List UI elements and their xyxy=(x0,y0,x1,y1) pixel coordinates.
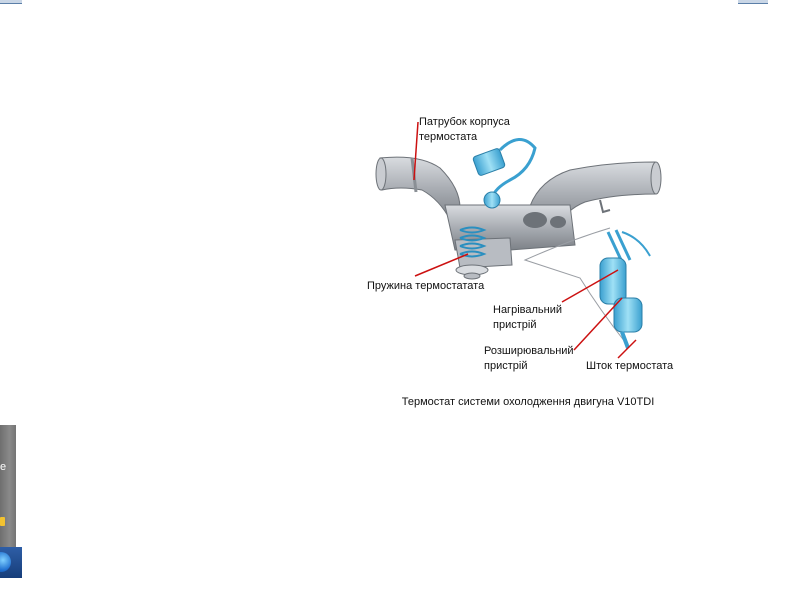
start-orb-icon[interactable] xyxy=(0,552,11,572)
side-panel: e xyxy=(0,425,16,547)
label-heater: Нагрівальний пристрій xyxy=(493,304,562,331)
label-expander: Розширювальний пристрій xyxy=(484,345,574,372)
label-spring: Пружина термостатата xyxy=(367,280,485,292)
slide-corner-tab-right xyxy=(738,0,768,4)
slide-corner-tab-left xyxy=(0,0,22,4)
notification-icon[interactable]: e xyxy=(0,461,7,473)
thermostat-illustration xyxy=(375,121,662,359)
label-rod: Шток термостата xyxy=(586,360,674,372)
taskbar-start-area xyxy=(0,547,22,578)
thermostat-diagram: Патрубок корпуса термостата Пружина терм… xyxy=(360,110,690,420)
diagram-caption: Термостат системи охолодження двигуна V1… xyxy=(401,396,655,408)
folder-icon[interactable] xyxy=(0,517,5,526)
label-housing-pipe: Патрубок корпуса термостата xyxy=(419,116,510,143)
